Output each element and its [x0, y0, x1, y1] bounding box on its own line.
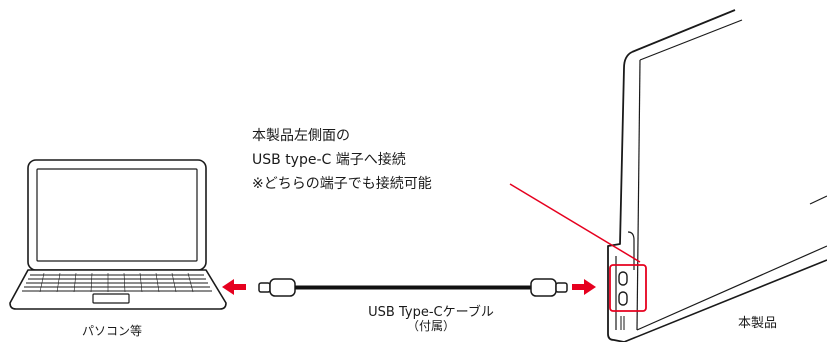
right-arrow-icon — [572, 279, 596, 295]
monitor-label: 本製品 — [738, 316, 778, 331]
laptop-label: パソコン等 — [82, 324, 143, 338]
callout-text-line3: ※どちらの端子でも接続可能 — [252, 176, 432, 192]
laptop-illustration — [9, 159, 227, 310]
callout-text-line2: USB type-C 端子へ接続 — [252, 152, 406, 168]
usb-c-connector-right — [530, 278, 568, 297]
port-highlight-box — [609, 264, 647, 312]
callout-text-line1: 本製品左側面の — [252, 128, 350, 144]
callout-leader-line — [509, 183, 641, 263]
left-arrow-icon — [222, 279, 246, 295]
cable-label-line2: （付属） — [406, 319, 455, 333]
usb-c-cable-illustration — [258, 278, 568, 297]
monitor-illustration — [607, 9, 827, 342]
usb-c-port-lower — [618, 291, 628, 306]
usb-c-connector-left — [258, 278, 296, 297]
cable-label-line1: USB Type-Cケーブル — [368, 305, 494, 320]
usb-c-port-upper — [618, 271, 628, 286]
